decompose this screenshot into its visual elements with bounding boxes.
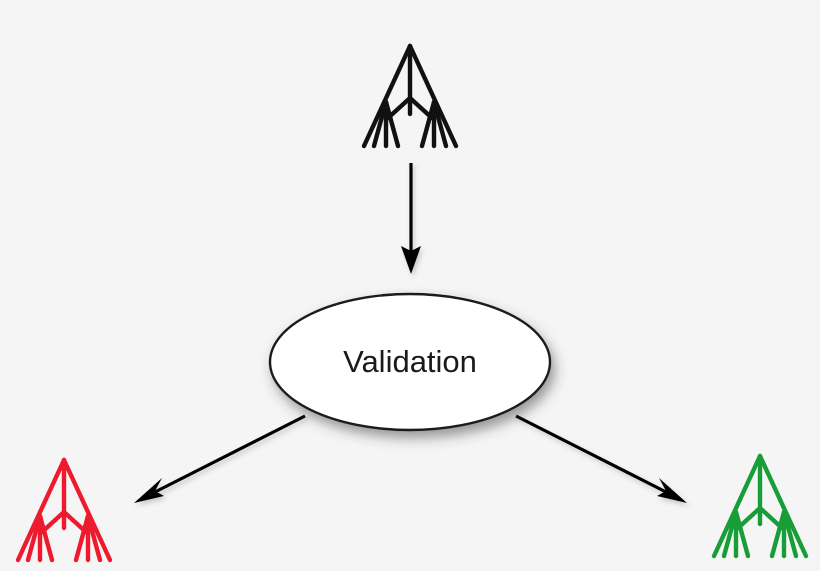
ellipse-shape[interactable] <box>268 292 552 432</box>
nodes-layer: Validation <box>18 46 806 560</box>
phylogenetic-tree-black <box>364 46 456 146</box>
arrow-down-left-to-red-tree <box>134 414 306 503</box>
arrowhead <box>401 246 421 274</box>
tree-icon <box>18 460 110 560</box>
tree-icon <box>714 456 806 556</box>
arrow-down-right-to-green-tree <box>515 414 687 503</box>
validation-label: Validation <box>343 344 477 379</box>
arrowhead <box>134 478 164 503</box>
arrow-down-to-validation <box>401 163 421 274</box>
phylogenetic-tree-red <box>18 460 110 560</box>
arrow-shaft <box>515 414 667 494</box>
edges-layer <box>134 163 687 503</box>
phylogenetic-tree-green <box>714 456 806 556</box>
arrow-shaft <box>154 414 306 494</box>
tree-icon <box>364 46 456 146</box>
arrowhead <box>657 478 687 503</box>
validation-ellipse[interactable]: Validation <box>268 292 552 432</box>
